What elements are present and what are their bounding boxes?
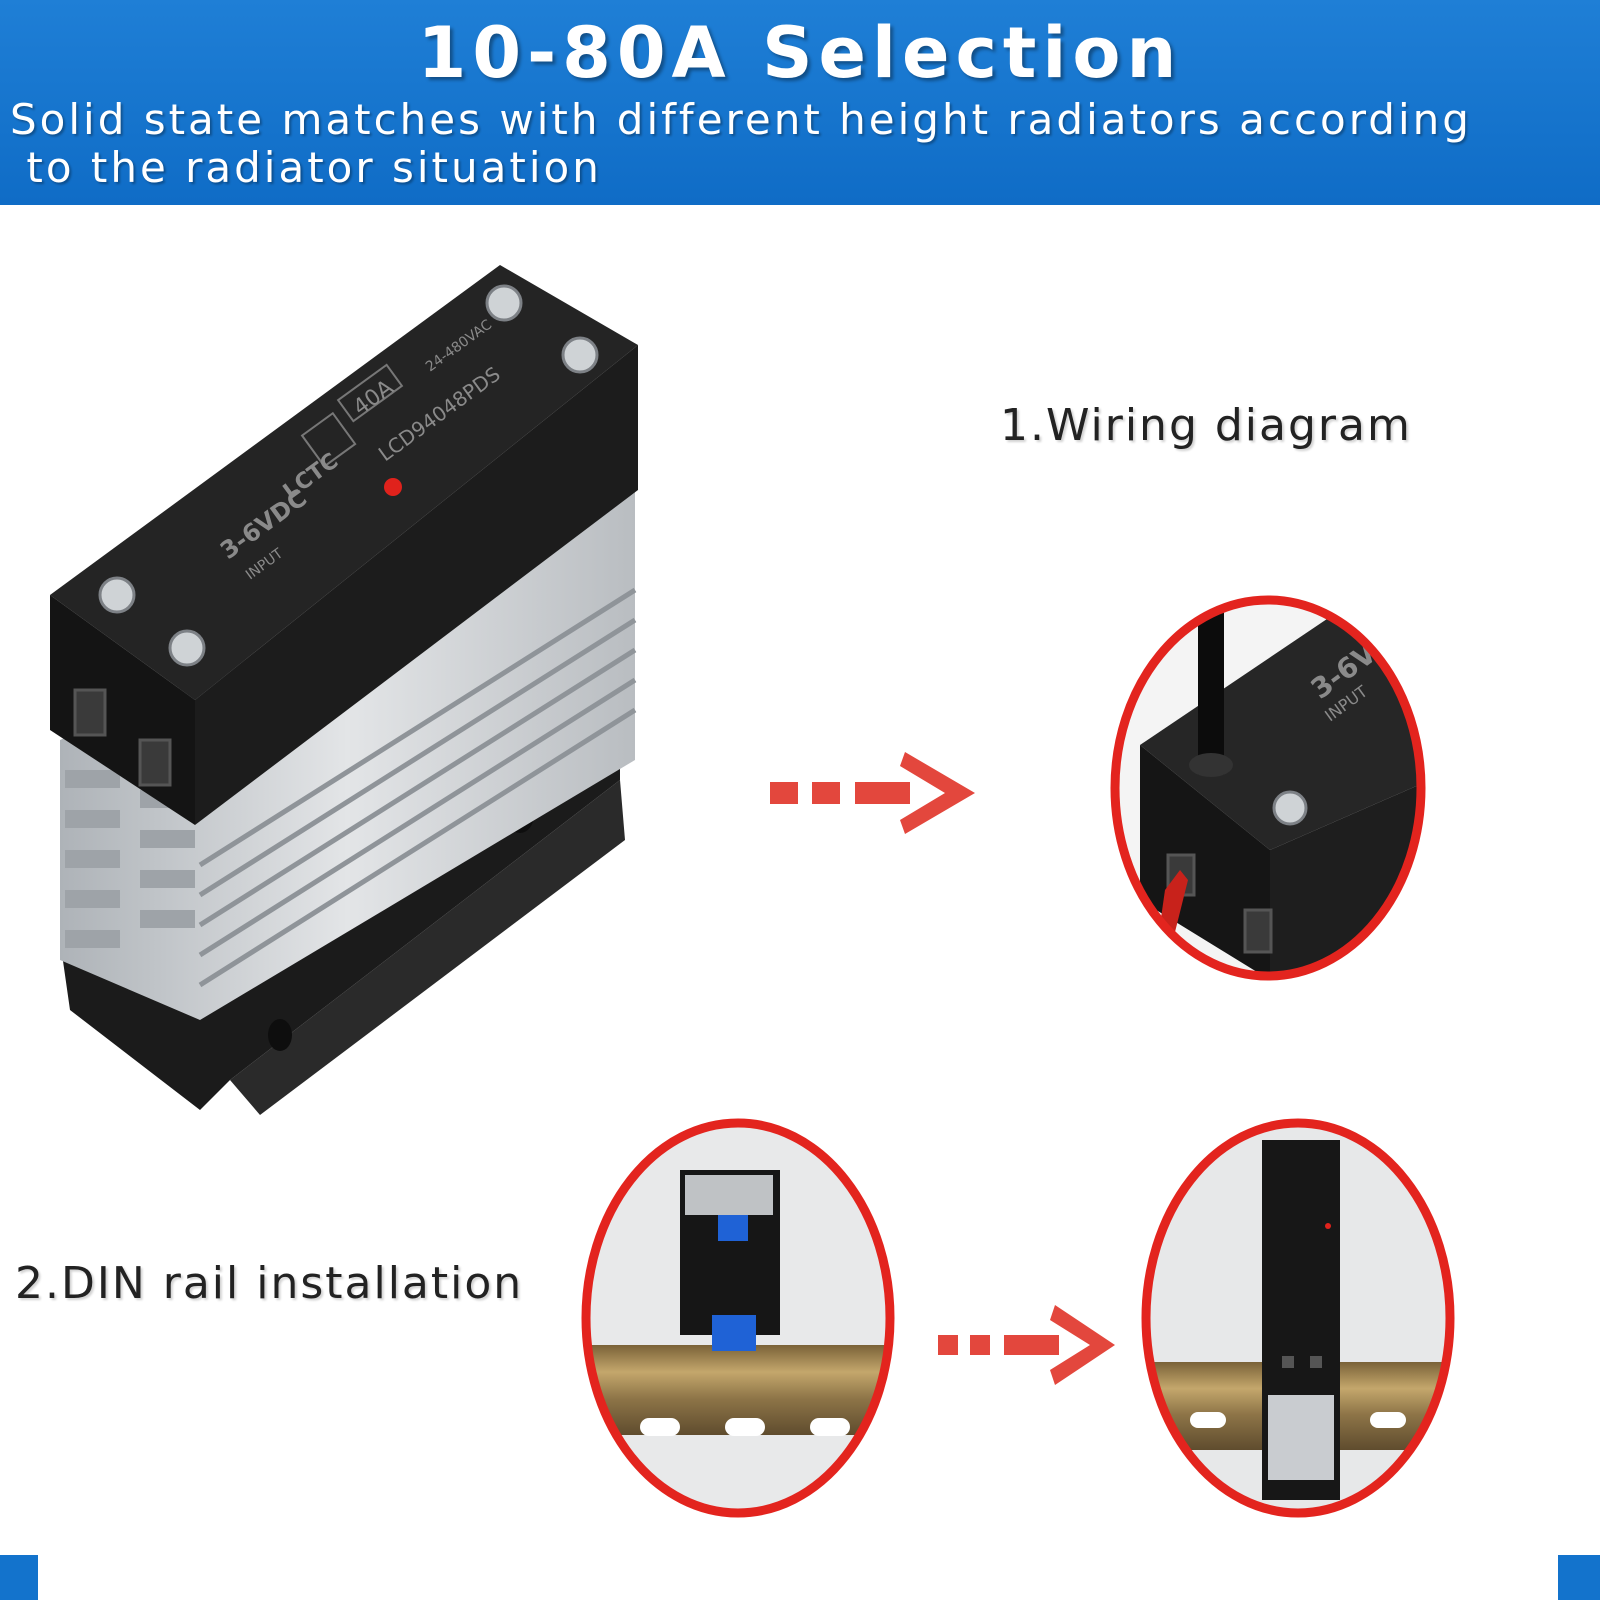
subtitle-line-1: Solid state matches with different heigh… (10, 95, 1472, 144)
page-title: 10-80A Selection (417, 12, 1183, 94)
din-rail-step2-circle (1141, 1118, 1455, 1518)
din-rail-step1-circle (581, 1118, 895, 1518)
din-rail-label: 2.DIN rail installation (15, 1258, 524, 1309)
wiring-diagram-label: 1.Wiring diagram (1000, 400, 1412, 451)
corner-accent-left (0, 1555, 38, 1600)
subtitle-line-2: to the radiator situation (10, 143, 602, 192)
wiring-diagram-circle: 3-6VDC INPUT (1110, 595, 1426, 981)
header-banner: 10-80A Selection Solid state matches wit… (0, 0, 1600, 205)
corner-accent-right (1558, 1555, 1600, 1600)
arrow-to-wiring (770, 752, 975, 834)
arrow-din-steps (938, 1305, 1115, 1385)
relay-product-image: 40A LCD94048PDS LCTC 3-6VDC INPUT 24-480… (50, 265, 638, 1115)
page-subtitle: Solid state matches with different heigh… (10, 96, 1590, 192)
